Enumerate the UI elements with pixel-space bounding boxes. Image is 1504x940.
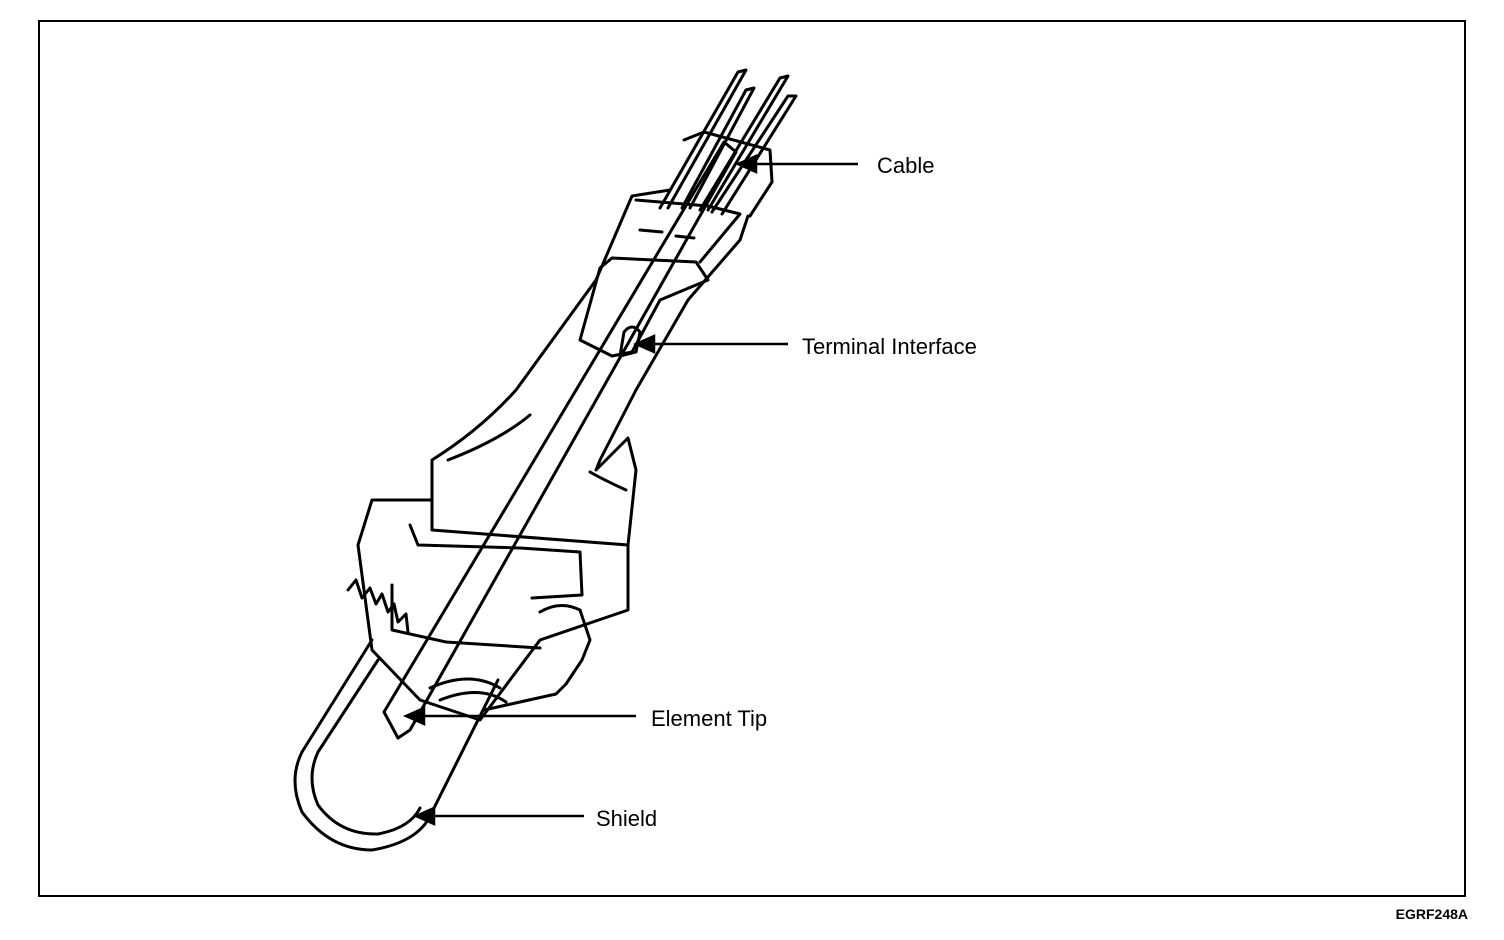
figure-code: EGRF248A — [1395, 906, 1468, 922]
hex-ring-upper — [408, 523, 584, 600]
cable-sleeve — [682, 130, 774, 218]
element-tip-arrowhead — [402, 706, 426, 726]
tip-arc-1 — [428, 677, 502, 690]
wire-3 — [698, 74, 790, 212]
thread-right — [482, 604, 592, 712]
tip-arc-2 — [438, 690, 508, 704]
housing-neck-left — [446, 413, 532, 462]
housing-right — [594, 214, 750, 547]
element-tip-label: Element Tip — [651, 706, 768, 731]
hex-body — [356, 498, 630, 722]
cable-arrowhead — [734, 154, 758, 174]
shield-outline — [293, 638, 500, 852]
shield-inner-outline — [310, 658, 422, 836]
sensor-element — [382, 140, 738, 740]
thread-left — [346, 578, 410, 634]
wire-4 — [710, 94, 798, 216]
housing-left — [430, 188, 672, 502]
terminal-detail — [638, 228, 696, 240]
terminal-interface-label: Terminal Interface — [802, 334, 977, 359]
shield-label: Shield — [596, 806, 658, 831]
terminal-block — [578, 256, 710, 358]
terminal-arrowhead — [632, 334, 656, 354]
figure-frame — [38, 20, 1466, 897]
wire-1 — [658, 68, 748, 210]
cable-label: Cable — [877, 153, 935, 178]
shield-arrowhead — [412, 806, 436, 826]
hex-ring-lower — [390, 583, 542, 650]
terminal-clip — [618, 325, 642, 358]
housing-neck-right — [588, 470, 628, 492]
